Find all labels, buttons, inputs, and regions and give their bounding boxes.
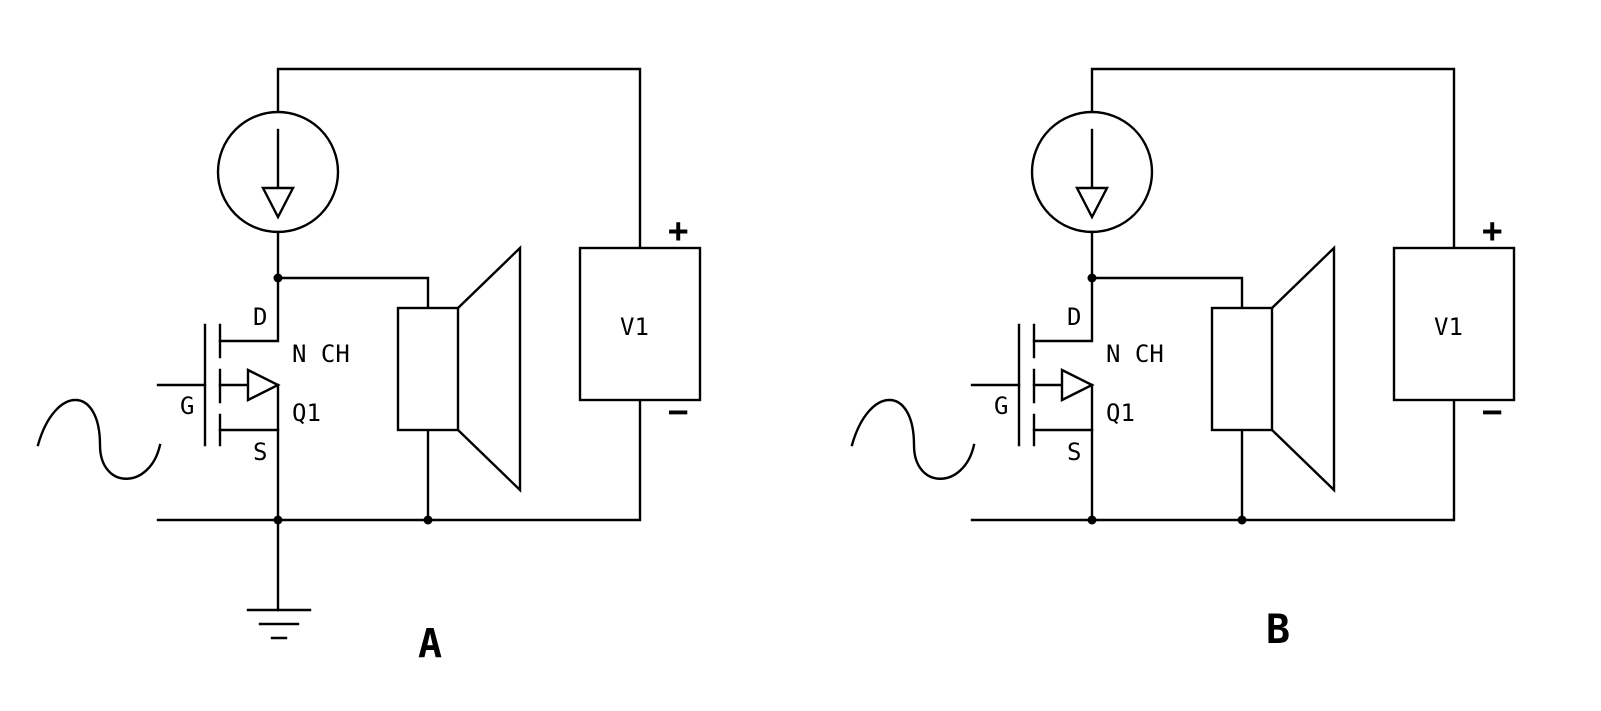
junction-dot	[273, 515, 283, 525]
arrow-right-icon	[1060, 368, 1095, 402]
source-label: S	[1067, 438, 1081, 466]
supply-v1-box	[578, 246, 702, 402]
supply-minus-label: −	[668, 392, 688, 432]
ground-icon	[246, 608, 312, 640]
top-wire	[1090, 67, 1456, 250]
mosfet-q1	[156, 323, 281, 447]
ac-source-icon	[850, 399, 976, 480]
speaker-top-wire	[276, 276, 430, 310]
ac-source-icon	[36, 399, 162, 480]
supply-minus-label: −	[1482, 392, 1502, 432]
source-label: S	[253, 438, 267, 466]
circuit-title-a: A	[418, 621, 442, 667]
supply-name-label: V1	[1434, 313, 1463, 341]
current-source	[1030, 110, 1154, 234]
arrow-right-icon	[246, 368, 281, 402]
junction-dot	[1087, 515, 1097, 525]
speaker-icon	[1210, 245, 1336, 493]
bottom-wire	[970, 398, 1456, 522]
arrow-down-icon	[1075, 186, 1109, 220]
speaker-top-wire	[1090, 276, 1244, 310]
gate-label: G	[994, 392, 1008, 420]
drain-label: D	[1067, 303, 1081, 331]
drain-wire	[1032, 230, 1094, 343]
circuit-a	[36, 67, 702, 640]
speaker-icon	[396, 245, 522, 493]
transistor-type-label: N CH	[1106, 340, 1164, 368]
mosfet-q1	[970, 323, 1095, 447]
current-source	[216, 110, 340, 234]
top-wire	[276, 67, 642, 250]
gate-label: G	[180, 392, 194, 420]
drain-wire	[218, 230, 280, 343]
supply-v1-box	[1392, 246, 1516, 402]
supply-plus-label: +	[1482, 211, 1502, 251]
transistor-name-label: Q1	[1106, 399, 1135, 427]
supply-name-label: V1	[620, 313, 649, 341]
circuit-b	[850, 67, 1516, 525]
circuit-title-b: B	[1266, 607, 1290, 653]
transistor-type-label: N CH	[292, 340, 350, 368]
drain-label: D	[253, 303, 267, 331]
arrow-down-icon	[261, 186, 295, 220]
supply-plus-label: +	[668, 211, 688, 251]
bottom-wire	[156, 398, 642, 522]
transistor-name-label: Q1	[292, 399, 321, 427]
